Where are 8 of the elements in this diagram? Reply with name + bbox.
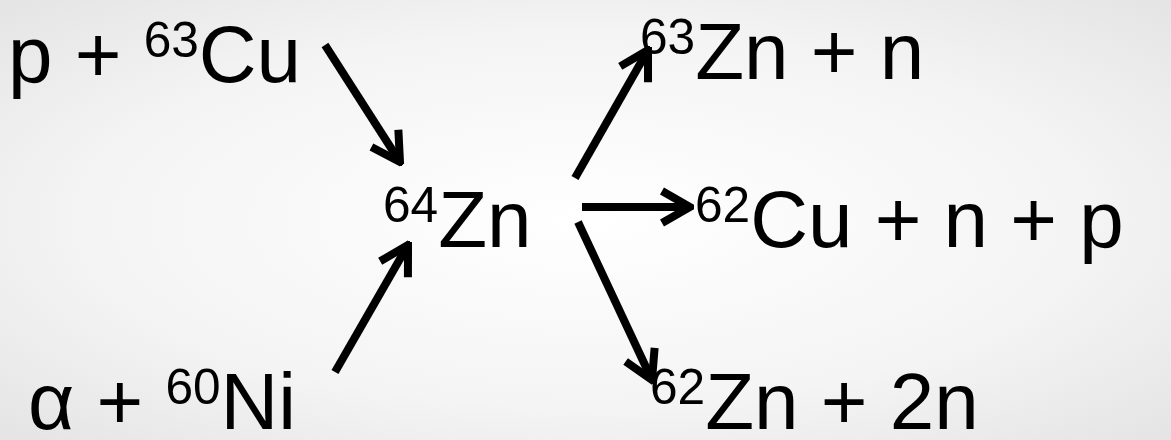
- arrow: [574, 220, 659, 384]
- nuclide-label: $^{63}$Zn + n: [640, 12, 925, 92]
- nuclide-label: $^{64}$Zn: [383, 180, 532, 260]
- nuclide-label: $^{62}$Zn + 2n: [650, 362, 979, 440]
- arrow: [321, 42, 404, 166]
- nuclide-label: α + $^{60}$Ni: [28, 362, 297, 440]
- arrow: [571, 46, 653, 180]
- arrow: [331, 241, 412, 374]
